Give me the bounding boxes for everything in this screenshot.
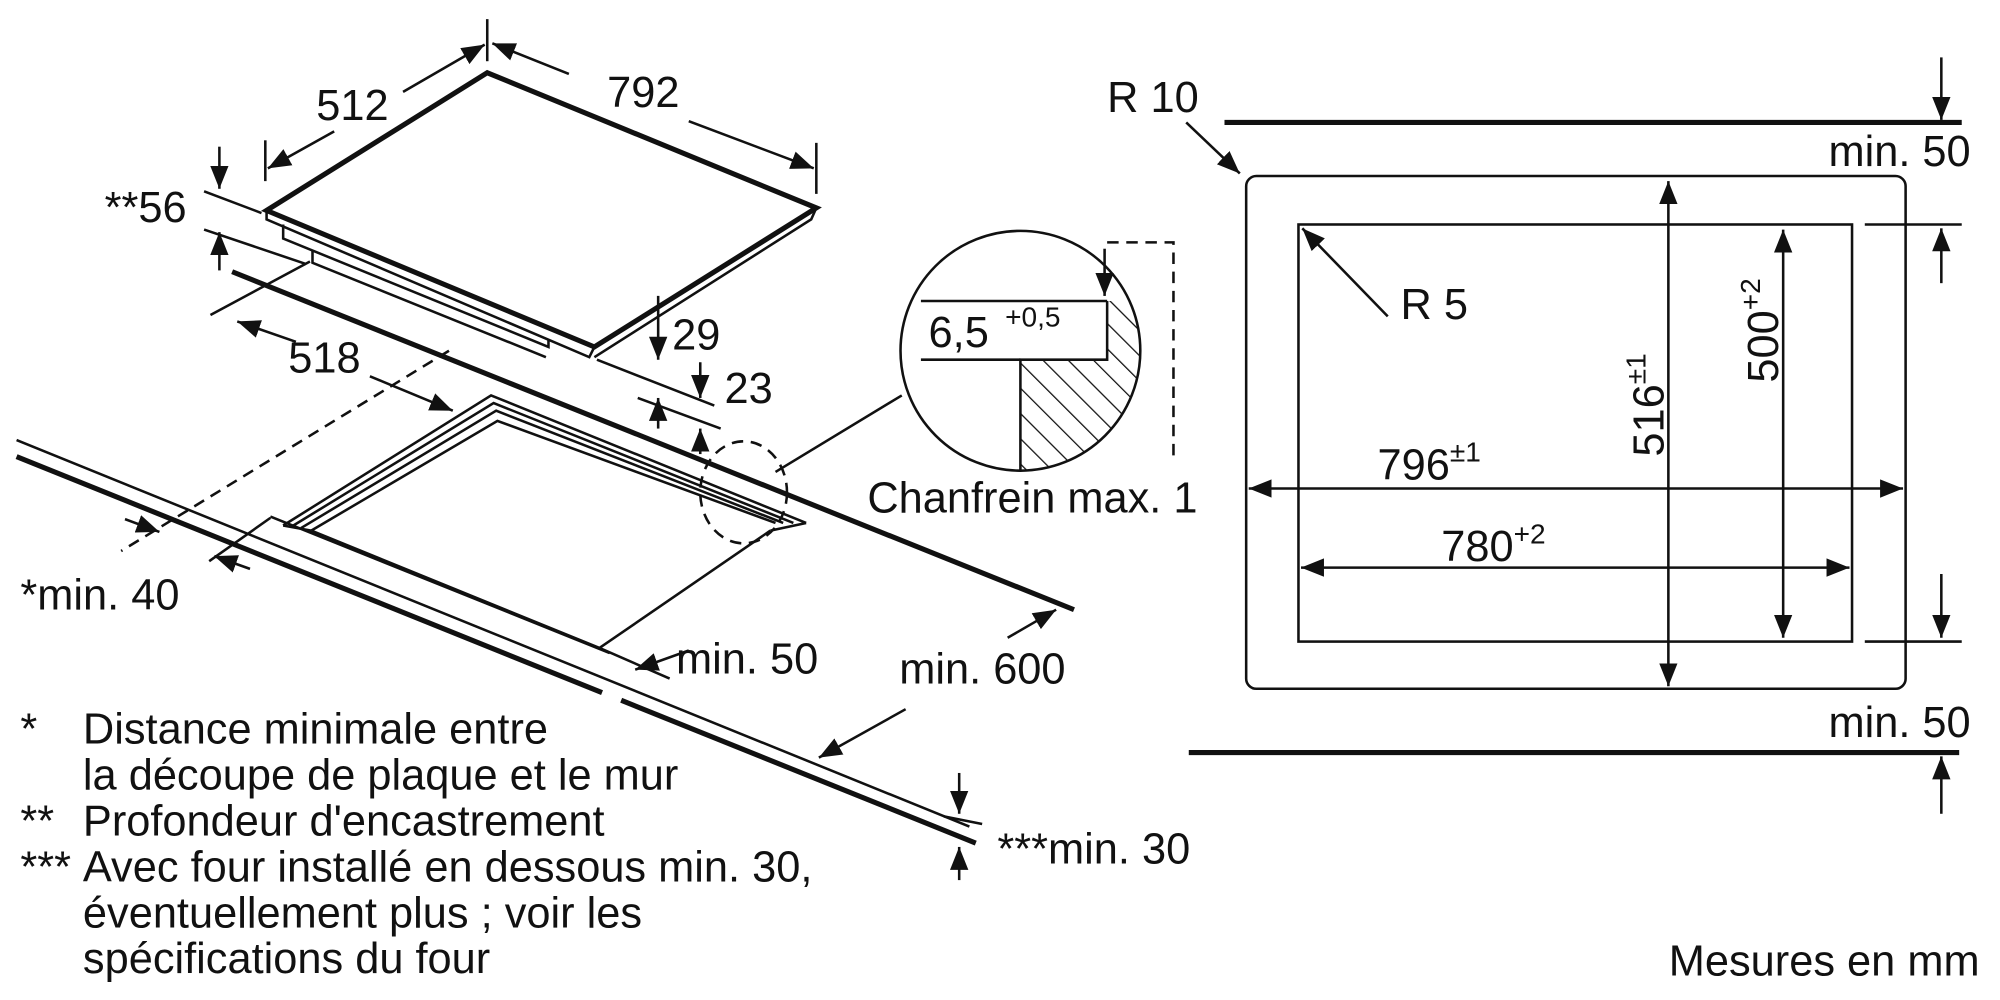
outer-radius-label: R 10	[1107, 74, 1199, 122]
inner-cutout	[1297, 223, 1854, 643]
dim-518: 518	[288, 334, 360, 382]
dim-worktop-depth: min. 600	[899, 646, 1065, 694]
units-note: Mesures en mm	[1669, 938, 1980, 986]
dim-780: 780+2	[1441, 518, 1545, 571]
footnote-line: la découpe de plaque et le mur	[83, 752, 678, 800]
footnote-mark: **	[20, 797, 54, 845]
footnote-line: Profondeur d'encastrement	[83, 797, 605, 845]
dim-bottom-clearance: min. 50	[1828, 699, 1970, 747]
detail-marker	[698, 440, 789, 545]
footnote-line: Avec four installé en dessous min. 30,	[83, 843, 813, 891]
dim-23: 23	[724, 365, 772, 413]
outer-cutout	[1244, 174, 1907, 691]
footnote-mark: *	[20, 706, 37, 754]
dim-29: 29	[672, 311, 720, 359]
dim-installation-depth: **56	[105, 184, 187, 232]
dim-500: 500+2	[1735, 278, 1788, 382]
dim-wall-clearance: *min. 40	[20, 572, 179, 620]
dim-detail-tolerance: +0,5	[1005, 302, 1060, 333]
hob-drawing	[261, 69, 822, 359]
worktop-drawing	[15, 269, 1075, 846]
footnote-line: éventuellement plus ; voir les	[83, 889, 642, 937]
footnotes: * Distance minimale entre la découpe de …	[20, 706, 812, 984]
dim-792: 792	[607, 69, 679, 117]
footnote-line: spécifications du four	[83, 935, 490, 983]
dim-512: 512	[316, 82, 388, 130]
chamfer-label: Chanfrein max. 1	[867, 475, 1197, 523]
footnote-line: Distance minimale entre	[83, 706, 548, 754]
dim-516: 516±1	[1620, 353, 1673, 456]
inner-radius-label: R 5	[1401, 281, 1468, 329]
dim-front-clearance: min. 50	[676, 635, 818, 683]
dim-detail: 6,5	[929, 309, 989, 357]
cutout-plan: min. 50 min. 50 R 10 R 5 516±1 500+2 796…	[1107, 57, 1971, 814]
dim-under-clearance: ***min. 30	[997, 826, 1190, 874]
footnote-mark: ***	[20, 843, 71, 891]
isometric-view: 512 792 **56 518 29 23	[15, 19, 1198, 881]
dim-top-clearance: min. 50	[1828, 128, 1970, 176]
dim-796: 796±1	[1378, 437, 1481, 490]
chamfer-detail: 6,5 +0,5 Chanfrein max. 1	[867, 229, 1198, 523]
